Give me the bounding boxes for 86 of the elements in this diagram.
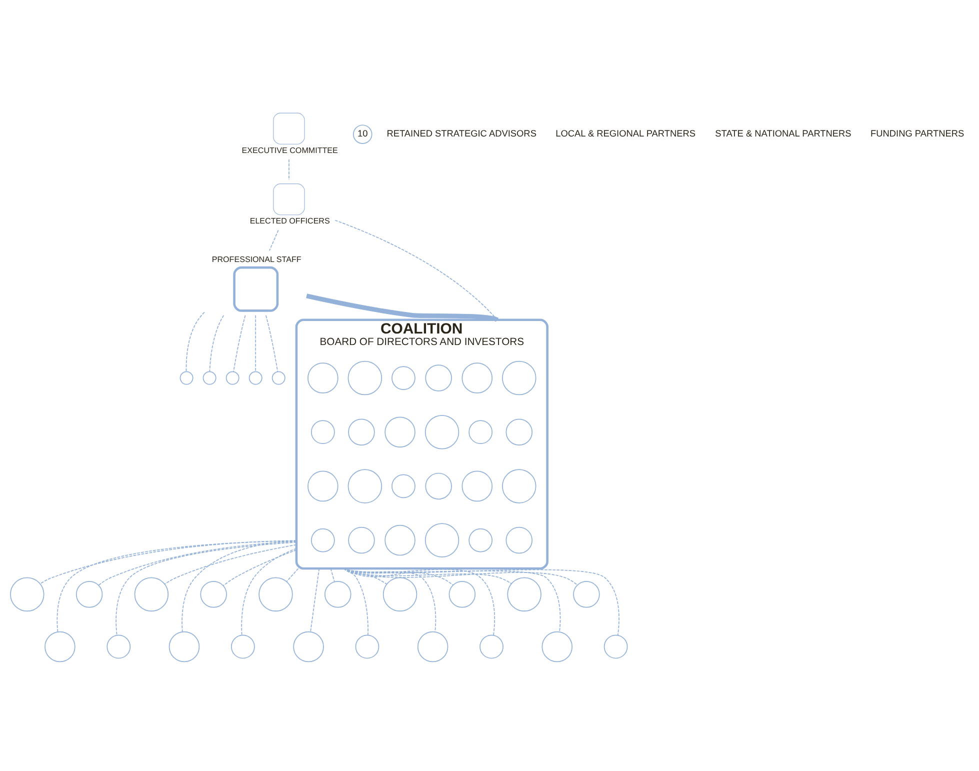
node-circle bbox=[417, 631, 448, 662]
label: STATE & NATIONAL PARTNERS bbox=[715, 128, 852, 139]
connector bbox=[255, 314, 256, 372]
node-circle bbox=[134, 577, 169, 612]
node-circle: 10 bbox=[352, 124, 372, 144]
label: RETAINED STRATEGIC ADVISORS bbox=[386, 128, 536, 139]
node-circle bbox=[106, 634, 131, 659]
node-circle bbox=[202, 371, 216, 385]
node-circle bbox=[468, 420, 493, 444]
connector bbox=[241, 548, 297, 636]
node-box bbox=[273, 184, 305, 216]
connector bbox=[343, 568, 512, 584]
connector bbox=[98, 541, 297, 586]
node-circle bbox=[308, 362, 338, 394]
node-circle bbox=[448, 581, 476, 608]
connector bbox=[182, 540, 297, 632]
connector bbox=[265, 314, 278, 372]
node-circle bbox=[542, 631, 572, 662]
connector bbox=[222, 550, 297, 586]
connector bbox=[186, 312, 205, 372]
node-circle bbox=[382, 577, 418, 612]
node-circle bbox=[502, 360, 536, 396]
connector bbox=[343, 568, 495, 636]
connector bbox=[343, 568, 561, 632]
node-circle bbox=[324, 581, 352, 608]
node-circle bbox=[231, 634, 255, 659]
connector bbox=[343, 568, 620, 636]
node-circle bbox=[424, 523, 460, 558]
node-circle bbox=[355, 634, 380, 659]
node-circle bbox=[10, 577, 44, 612]
connector bbox=[40, 540, 297, 584]
node-box bbox=[273, 112, 305, 144]
node-circle bbox=[226, 371, 240, 385]
node-circle bbox=[502, 469, 536, 504]
node-circle bbox=[248, 371, 262, 385]
node-circle bbox=[384, 524, 416, 556]
node-circle bbox=[462, 470, 493, 502]
connector bbox=[343, 568, 368, 636]
node-circle bbox=[384, 416, 416, 448]
node-circle bbox=[425, 364, 452, 392]
node-circle bbox=[200, 581, 227, 608]
connector bbox=[233, 314, 246, 372]
node-circle bbox=[425, 472, 452, 500]
connector bbox=[343, 568, 436, 632]
node-circle bbox=[180, 371, 194, 385]
connector bbox=[286, 568, 299, 582]
node-circle bbox=[506, 418, 533, 446]
connector bbox=[164, 544, 297, 585]
connector bbox=[343, 568, 578, 586]
node-circle bbox=[604, 634, 628, 659]
cluster: COALITION BOARD OF DIRECTORS AND INVESTORS bbox=[295, 318, 548, 570]
node-circle bbox=[348, 360, 382, 396]
connector bbox=[306, 294, 498, 322]
node-circle bbox=[168, 631, 200, 662]
node-circle bbox=[573, 581, 600, 608]
node-circle bbox=[308, 470, 338, 502]
node-circle bbox=[348, 469, 382, 504]
connector bbox=[330, 568, 335, 582]
connector bbox=[288, 159, 290, 180]
node-box bbox=[233, 266, 279, 312]
connector bbox=[343, 568, 454, 586]
label: LOCAL & REGIONAL PARTNERS bbox=[556, 128, 696, 139]
node-circle bbox=[348, 526, 375, 554]
connector bbox=[209, 314, 224, 372]
node-circle bbox=[310, 528, 335, 552]
connector bbox=[343, 568, 387, 584]
node-circle bbox=[506, 526, 533, 554]
node-circle bbox=[424, 414, 460, 450]
connector bbox=[310, 568, 320, 632]
connector bbox=[269, 230, 279, 252]
node-circle bbox=[310, 420, 335, 444]
node-circle bbox=[480, 634, 504, 659]
node-circle bbox=[272, 371, 286, 385]
node-circle bbox=[293, 631, 324, 662]
node-circle bbox=[258, 577, 293, 612]
node-circle bbox=[76, 581, 103, 608]
node-circle bbox=[392, 366, 416, 390]
node-circle bbox=[44, 631, 76, 662]
node-circle bbox=[348, 418, 375, 446]
node-circle bbox=[462, 362, 493, 394]
node-circle bbox=[507, 577, 542, 612]
connector bbox=[56, 540, 297, 632]
node-circle bbox=[392, 474, 416, 498]
label: FUNDING PARTNERS bbox=[870, 128, 964, 139]
node-circle bbox=[468, 528, 493, 552]
connector bbox=[116, 542, 297, 636]
